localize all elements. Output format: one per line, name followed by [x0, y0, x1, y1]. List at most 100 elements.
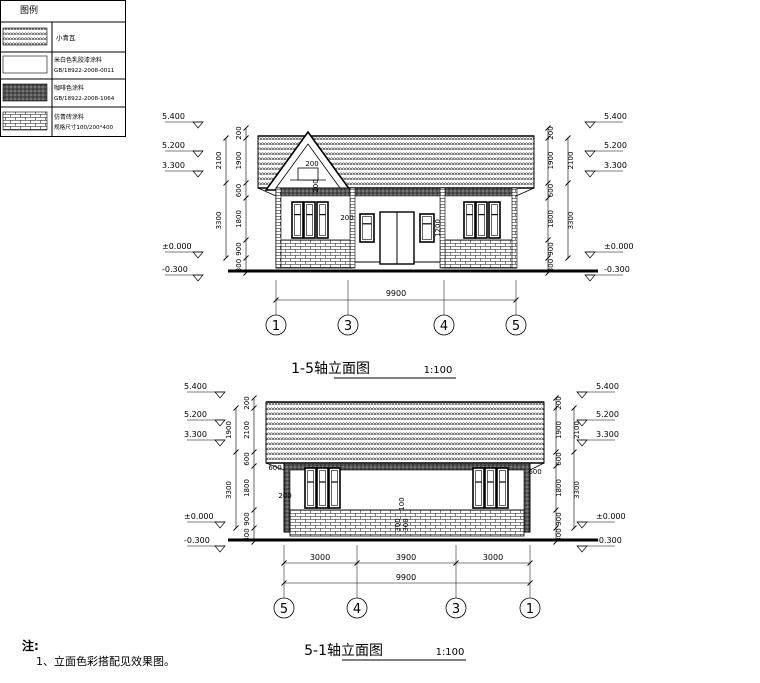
dim-tick: [565, 255, 571, 261]
dim-text: 200: [278, 492, 291, 500]
window-glass: [362, 216, 372, 240]
axis-label: 1: [526, 602, 534, 617]
level-label: 5.400: [596, 382, 619, 391]
legend-item-1: 小青瓦: [56, 33, 76, 42]
dim-text: 200: [312, 179, 320, 192]
dim-text: 300: [547, 259, 555, 272]
dim-total: 9900: [386, 289, 406, 298]
axis-label: 5: [280, 602, 288, 617]
dim-tick: [545, 237, 551, 243]
dim-text: 900: [235, 242, 243, 255]
window-glass: [491, 204, 498, 236]
level-marker: [214, 419, 226, 427]
brick-base-left: [275, 239, 353, 269]
dim-tick: [251, 539, 257, 545]
roof-tiles: [265, 401, 545, 464]
dim-tick: [223, 135, 229, 141]
level-marker: [584, 150, 596, 158]
level-marker: [584, 274, 596, 282]
dim-text: 1800: [235, 210, 243, 228]
dim-text: 200: [547, 126, 555, 139]
dim-text: 200: [555, 396, 563, 409]
dim-tick: [243, 125, 249, 131]
dim-text: 100: [398, 497, 406, 510]
level-marker: [214, 521, 226, 529]
window-glass: [475, 470, 482, 506]
window-glass: [466, 204, 473, 236]
dim-tick: [553, 539, 559, 545]
dim-tick: [545, 135, 551, 141]
axis-bubble: [519, 597, 541, 619]
dim-tick: [243, 180, 249, 186]
level-label: 5.200: [596, 410, 619, 419]
dim-tick: [553, 463, 559, 469]
dim-tick: [251, 395, 257, 401]
dim-text: 3900: [396, 553, 416, 562]
dim-text: 600: [555, 452, 563, 465]
axis-label: 3: [452, 602, 460, 617]
dim-text: 300: [243, 528, 251, 541]
dim-tick: [243, 195, 249, 201]
eave-bracket: [257, 187, 277, 197]
axis-label: 4: [353, 602, 361, 617]
legend-swatch-white: [2, 55, 48, 74]
legend-swatch-tile: [2, 27, 48, 46]
notes-item-1: 1、立面色彩搭配见效果图。: [36, 655, 175, 668]
level-label: 5.200: [162, 141, 185, 150]
dim-total: 9900: [396, 573, 416, 582]
level-marker: [192, 251, 204, 259]
axis-bubble: [346, 597, 368, 619]
dim-tick: [243, 255, 249, 261]
legend-item-4-spec: 规格尺寸100/200*400: [54, 123, 114, 131]
dim-tick: [571, 525, 577, 531]
dim-text: 3000: [483, 553, 503, 562]
dim-tick: [233, 405, 239, 411]
legend-swatch-coffee: [2, 83, 48, 102]
dim-text: 2100: [567, 152, 575, 170]
level-marker: [192, 274, 204, 282]
level-label: -0.300: [162, 265, 188, 274]
legend-title: 图例: [20, 4, 38, 16]
column: [349, 187, 356, 269]
legend-swatch-brick: [2, 111, 48, 131]
level-label: 3.300: [184, 430, 207, 439]
dim-tick: [243, 237, 249, 243]
elevation-scale: 1:100: [424, 365, 453, 376]
column: [511, 187, 518, 269]
notes: 注: 1、立面色彩搭配见效果图。: [22, 638, 175, 670]
axis-bubble: [433, 314, 455, 336]
level-label: -0.300: [596, 536, 622, 545]
window-glass: [294, 204, 301, 236]
dim-text: 3300: [567, 212, 575, 230]
dim-tick: [571, 405, 577, 411]
level-label: 3.300: [596, 430, 619, 439]
dim-text: 2100: [243, 421, 251, 439]
window-glass: [307, 470, 314, 506]
window-glass: [499, 470, 506, 506]
level-marker: [192, 170, 204, 178]
dim-tick: [571, 449, 577, 455]
dim-tick: [565, 180, 571, 186]
dim-text: 1800: [243, 479, 251, 497]
dim-text: 900: [547, 242, 555, 255]
level-marker: [576, 521, 588, 529]
legend-item-2-code: GB/18922-2008-0011: [54, 68, 115, 74]
brick-base: [289, 509, 525, 537]
dim-text: 1200: [434, 219, 442, 237]
legend: 图例 小青瓦 米白色乳胶漆涂料 GB/18922-2008-0011 咖啡色涂料…: [0, 0, 126, 137]
level-label: 5.400: [162, 112, 185, 121]
dim-tick: [243, 270, 249, 276]
dim-text: 1900: [235, 152, 243, 170]
level-label: 5.200: [184, 410, 207, 419]
level-label: 5.400: [604, 112, 627, 121]
legend-item-3-code: GB/18922-2008-1064: [54, 96, 115, 102]
dim-tick: [553, 395, 559, 401]
level-marker: [584, 170, 596, 178]
dim-tick: [553, 449, 559, 455]
level-marker: [576, 545, 588, 553]
dim-tick: [233, 525, 239, 531]
dim-text: 1900: [555, 421, 563, 439]
level-marker: [214, 391, 226, 399]
